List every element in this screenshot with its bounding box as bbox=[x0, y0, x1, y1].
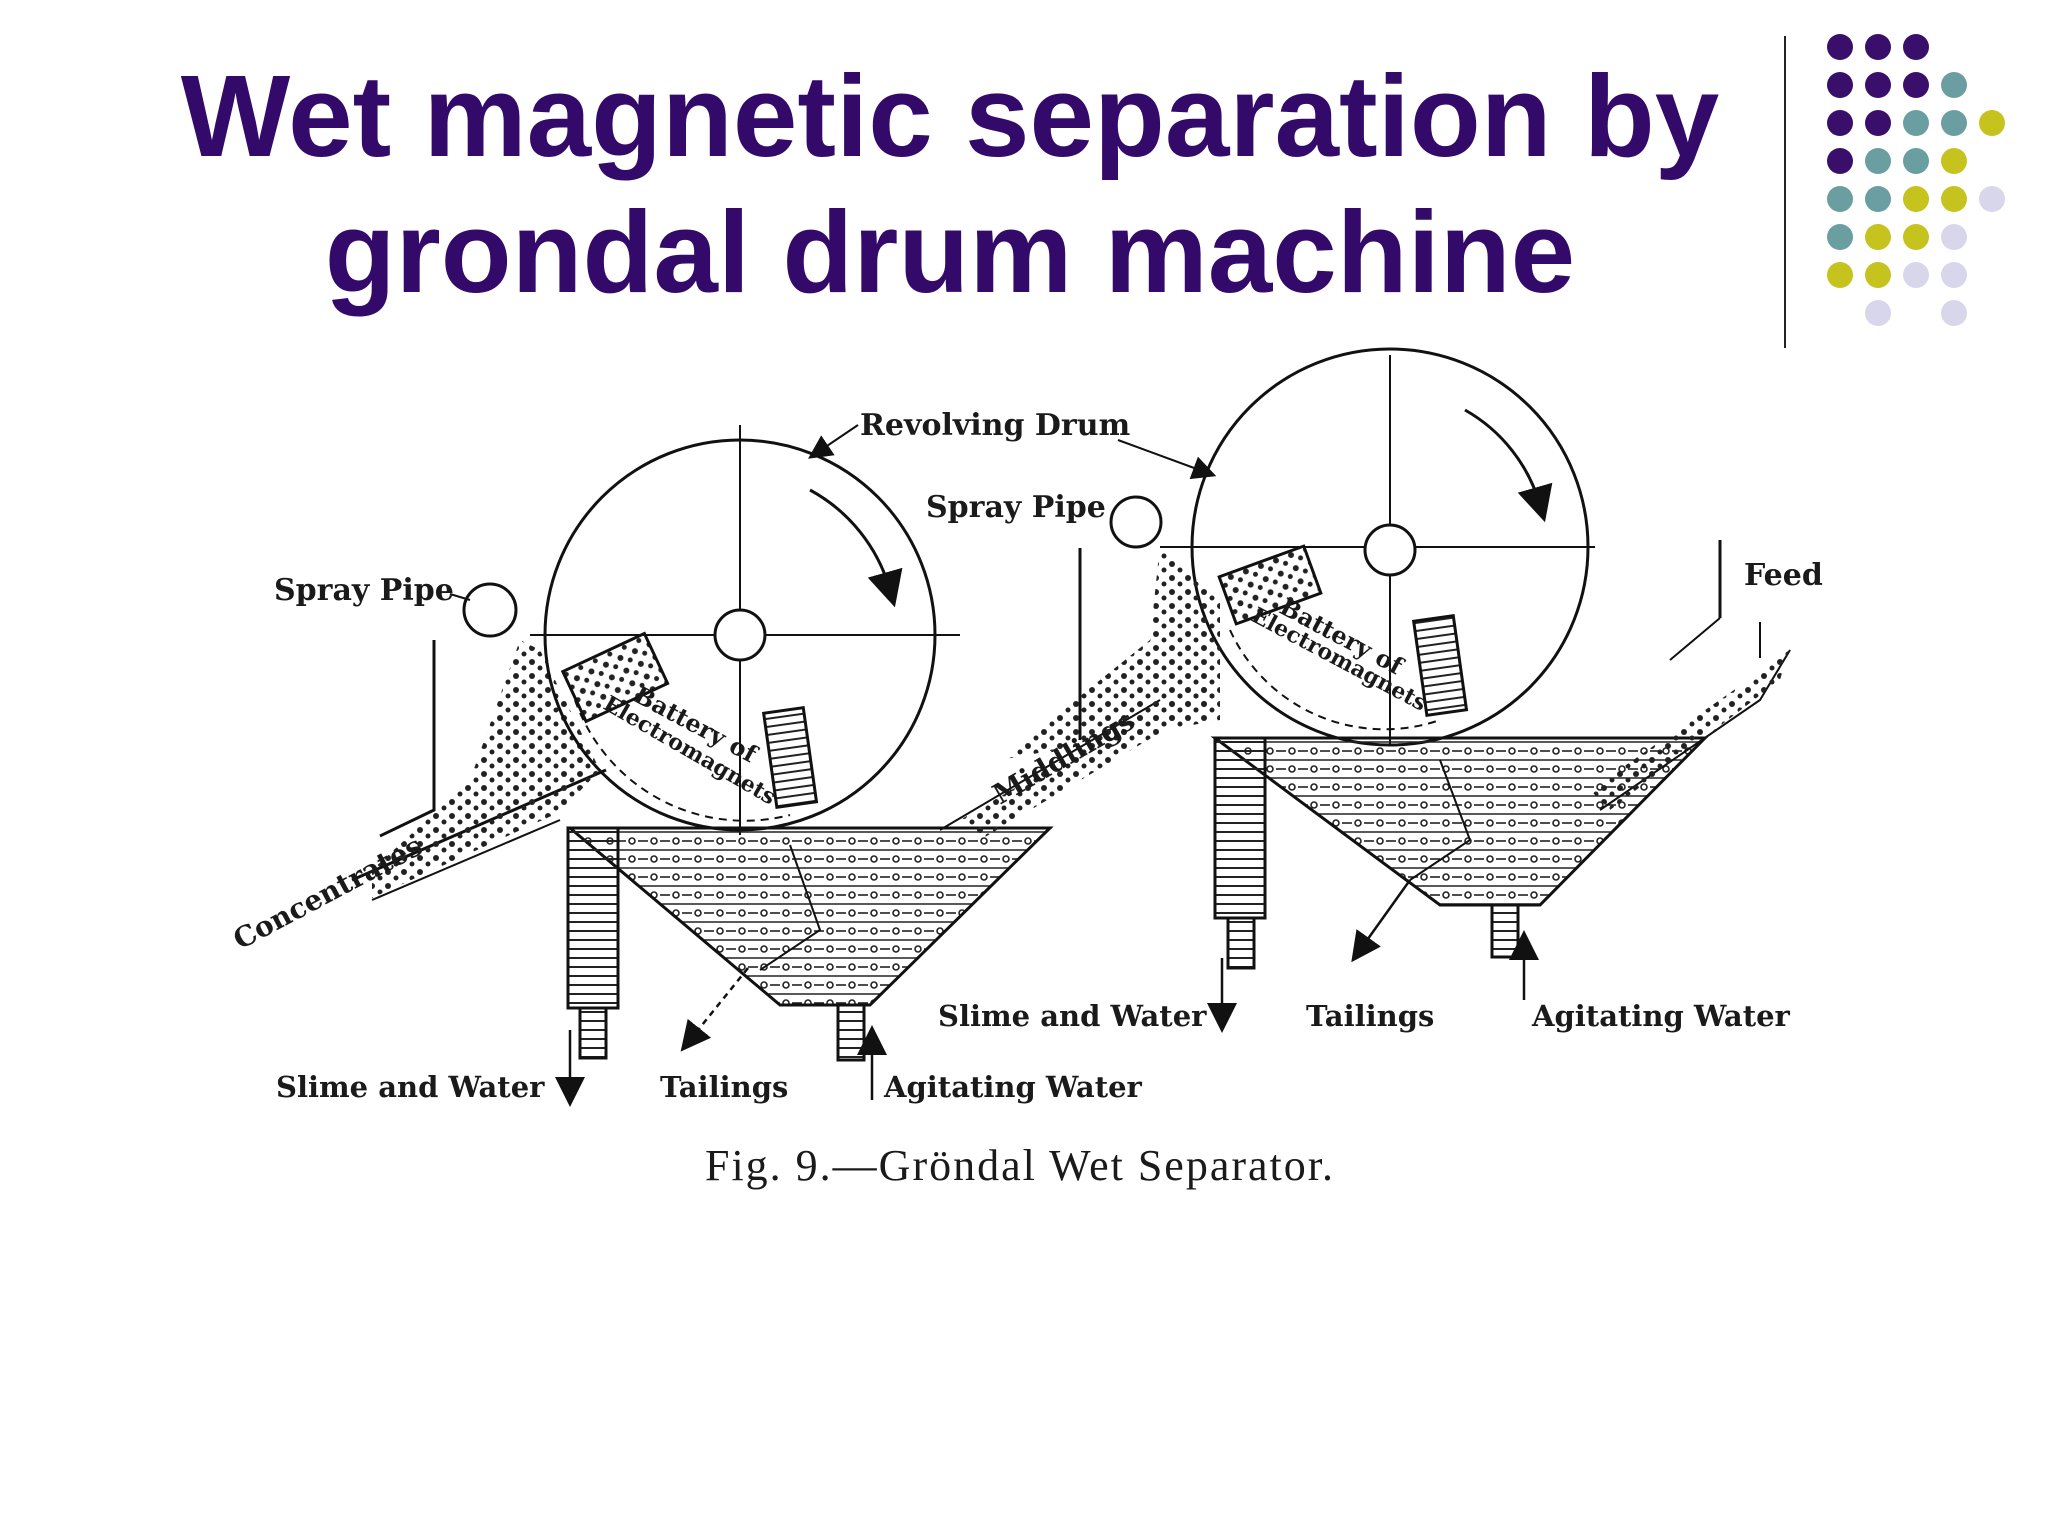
decorative-dot bbox=[1941, 224, 1967, 250]
label-agitating-water-right: Agitating Water bbox=[1531, 999, 1791, 1033]
slide-title: Wet magnetic separation by grondal drum … bbox=[150, 48, 1750, 320]
label-feed: Feed bbox=[1744, 558, 1823, 593]
title-line-2: grondal drum machine bbox=[324, 187, 1576, 317]
decorative-dot bbox=[1903, 148, 1929, 174]
decorative-dot bbox=[1903, 224, 1929, 250]
decorative-dot bbox=[1941, 186, 1967, 212]
decorative-dot bbox=[1903, 262, 1929, 288]
decorative-dot bbox=[1865, 110, 1891, 136]
left-machine bbox=[351, 425, 1220, 1107]
decorative-dot bbox=[1941, 148, 1967, 174]
decorative-dot bbox=[1941, 262, 1967, 288]
decorative-dot-grid bbox=[1827, 34, 2005, 326]
label-spray-pipe-left: Spray Pipe bbox=[274, 573, 454, 608]
decorative-dot bbox=[1941, 300, 1967, 326]
label-slime-water-left: Slime and Water bbox=[276, 1070, 545, 1104]
spray-pipe-left bbox=[462, 582, 518, 638]
title-divider bbox=[1784, 36, 1786, 348]
decorative-dot bbox=[1865, 72, 1891, 98]
decorative-dot bbox=[1865, 262, 1891, 288]
label-concentrates: Concentrates bbox=[228, 829, 428, 956]
figure-caption: Fig. 9.—Gröndal Wet Separator. bbox=[704, 1141, 1335, 1190]
decorative-dot bbox=[1827, 186, 1853, 212]
decorative-dot bbox=[1827, 110, 1853, 136]
right-machine bbox=[808, 347, 1791, 1033]
decorative-dot bbox=[1979, 186, 2005, 212]
label-agitating-water-left: Agitating Water bbox=[883, 1070, 1143, 1104]
label-tailings-right: Tailings bbox=[1306, 999, 1434, 1033]
decorative-dot bbox=[1865, 34, 1891, 60]
decorative-dot bbox=[1903, 34, 1929, 60]
title-line-1: Wet magnetic separation by bbox=[180, 51, 1720, 181]
decorative-dot bbox=[1827, 148, 1853, 174]
label-slime-water-right: Slime and Water bbox=[938, 999, 1207, 1033]
decorative-dot bbox=[1865, 148, 1891, 174]
decorative-dot bbox=[1827, 72, 1853, 98]
decorative-dot bbox=[1903, 110, 1929, 136]
decorative-dot bbox=[1827, 262, 1853, 288]
decorative-dot bbox=[1979, 110, 2005, 136]
decorative-dot bbox=[1941, 110, 1967, 136]
decorative-dot bbox=[1903, 186, 1929, 212]
label-tailings-left: Tailings bbox=[660, 1070, 788, 1104]
decorative-dot bbox=[1827, 34, 1853, 60]
spray-pipe-right bbox=[1109, 495, 1163, 549]
decorative-dot bbox=[1865, 224, 1891, 250]
decorative-dot bbox=[1827, 224, 1853, 250]
label-spray-pipe-right: Spray Pipe bbox=[926, 490, 1106, 525]
decorative-dot bbox=[1903, 72, 1929, 98]
decorative-dot bbox=[1865, 186, 1891, 212]
decorative-dot bbox=[1941, 72, 1967, 98]
label-revolving-drum: Revolving Drum bbox=[860, 408, 1131, 443]
decorative-dot bbox=[1865, 300, 1891, 326]
